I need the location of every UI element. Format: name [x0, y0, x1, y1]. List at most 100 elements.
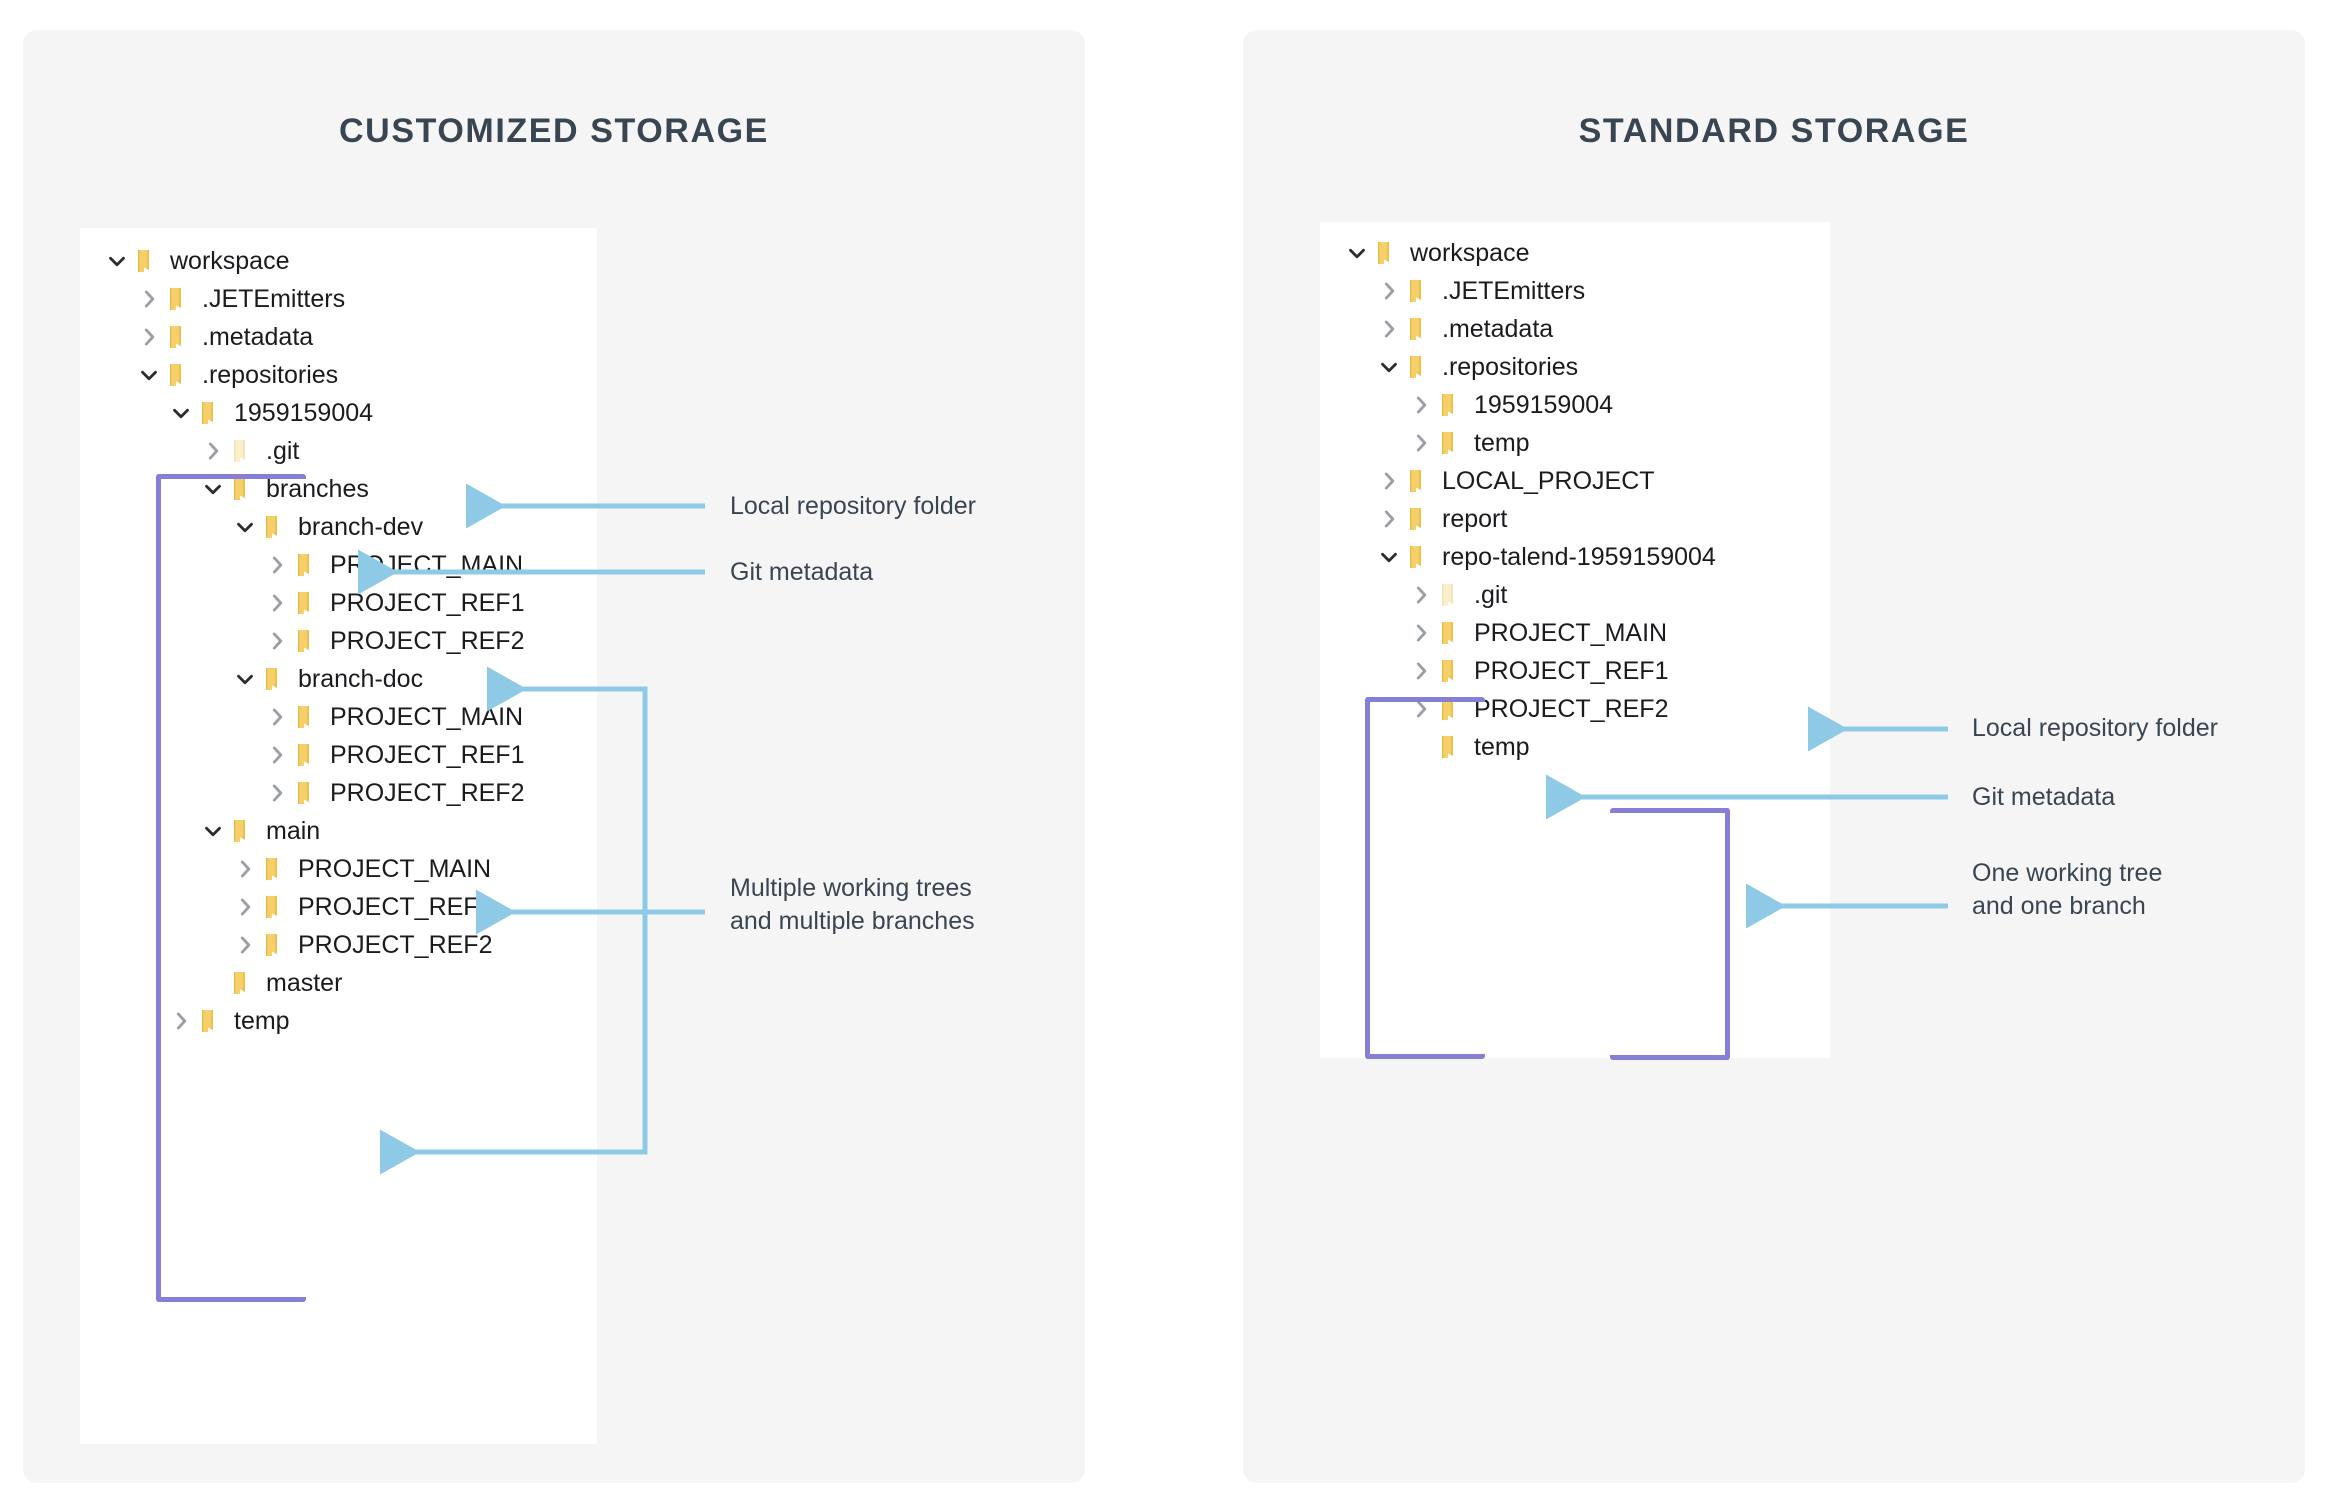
tree-item-label: PROJECT_MAIN	[330, 702, 524, 731]
tree-row[interactable]: branch-doc	[232, 660, 423, 698]
tree-row[interactable]: .metadata	[1376, 310, 1553, 348]
folder-icon	[230, 439, 256, 463]
tree-item-label: PROJECT_REF2	[1474, 694, 1669, 723]
folder-icon	[1438, 659, 1464, 683]
tree-item-label: .repositories	[202, 360, 339, 389]
tree-row[interactable]: temp	[168, 1002, 290, 1040]
folder-icon	[262, 667, 288, 691]
chevron-right-icon[interactable]	[1408, 696, 1434, 722]
tree-row[interactable]: temp	[1408, 424, 1530, 462]
folder-icon	[1438, 431, 1464, 455]
tree-row[interactable]: LOCAL_PROJECT	[1376, 462, 1655, 500]
chevron-right-icon[interactable]	[1408, 582, 1434, 608]
folder-icon	[294, 705, 320, 729]
chevron-right-icon[interactable]	[232, 856, 258, 882]
tree-row[interactable]: .JETEmitters	[136, 280, 345, 318]
tree-item-label: .metadata	[202, 322, 314, 351]
chevron-right-icon[interactable]	[168, 1008, 194, 1034]
annotation-left-local-repository-folder: Local repository folder	[730, 492, 976, 520]
tree-row[interactable]: .metadata	[136, 318, 313, 356]
chevron-right-icon[interactable]	[1408, 658, 1434, 684]
chevron-right-icon[interactable]	[1376, 506, 1402, 532]
tree-item-label: .JETEmitters	[1442, 276, 1586, 305]
chevron-right-icon[interactable]	[264, 742, 290, 768]
tree-item-label: 1959159004	[1474, 390, 1614, 419]
chevron-right-icon[interactable]	[232, 894, 258, 920]
chevron-right-icon[interactable]	[264, 552, 290, 578]
folder-icon	[1438, 583, 1464, 607]
chevron-right-icon[interactable]	[264, 628, 290, 654]
folder-icon	[1438, 697, 1464, 721]
bracket-right-repository	[1365, 697, 1485, 1059]
folder-icon	[230, 477, 256, 501]
tree-item-label: .git	[1474, 580, 1508, 609]
chevron-right-icon[interactable]	[264, 704, 290, 730]
bracket-left-repository	[156, 474, 306, 1302]
chevron-down-icon[interactable]	[232, 514, 258, 540]
chevron-down-icon[interactable]	[1344, 240, 1370, 266]
folder-icon	[262, 895, 288, 919]
tree-row[interactable]: .repositories	[1376, 348, 1578, 386]
chevron-down-icon[interactable]	[232, 666, 258, 692]
chevron-right-icon[interactable]	[1408, 392, 1434, 418]
bracket-right-working-tree	[1610, 808, 1730, 1060]
tree-item-label: PROJECT_MAIN	[298, 854, 492, 883]
tree-row[interactable]: .JETEmitters	[1376, 272, 1585, 310]
tree-row[interactable]: report	[1376, 500, 1507, 538]
tree-row[interactable]: branches	[200, 470, 369, 508]
chevron-right-icon[interactable]	[136, 324, 162, 350]
tree-item-label: .JETEmitters	[202, 284, 346, 313]
folder-icon	[294, 743, 320, 767]
chevron-right-icon[interactable]	[136, 286, 162, 312]
tree-row[interactable]: workspace	[104, 242, 290, 280]
tree-item-label: PROJECT_MAIN	[1474, 618, 1668, 647]
folder-icon	[1406, 469, 1432, 493]
tree-row[interactable]: main	[200, 812, 320, 850]
tree-row[interactable]: .git	[200, 432, 299, 470]
folder-icon	[262, 933, 288, 957]
tree-row[interactable]: temp	[1408, 728, 1530, 766]
tree-row[interactable]: PROJECT_MAIN	[232, 850, 491, 888]
tree-item-label: repo-talend-1959159004	[1442, 542, 1716, 571]
chevron-down-icon[interactable]	[200, 476, 226, 502]
folder-icon	[1438, 393, 1464, 417]
tree-item-label: workspace	[1410, 238, 1530, 267]
chevron-right-icon[interactable]	[264, 590, 290, 616]
chevron-right-icon[interactable]	[1376, 468, 1402, 494]
chevron-down-icon[interactable]	[136, 362, 162, 388]
chevron-right-icon[interactable]	[1376, 278, 1402, 304]
tree-row[interactable]: PROJECT_REF2	[1408, 690, 1668, 728]
tree-row[interactable]: master	[200, 964, 342, 1002]
tree-row[interactable]: PROJECT_REF1	[1408, 652, 1668, 690]
chevron-right-icon[interactable]	[1408, 620, 1434, 646]
chevron-right-icon[interactable]	[1408, 430, 1434, 456]
tree-row[interactable]: .git	[1408, 576, 1507, 614]
chevron-right-icon[interactable]	[232, 932, 258, 958]
folder-icon	[166, 287, 192, 311]
folder-icon	[1438, 735, 1464, 759]
tree-row[interactable]: PROJECT_MAIN	[1408, 614, 1667, 652]
tree-row[interactable]: repo-talend-1959159004	[1376, 538, 1716, 576]
chevron-right-icon[interactable]	[264, 780, 290, 806]
tree-row[interactable]: workspace	[1344, 234, 1530, 272]
folder-icon	[198, 1009, 224, 1033]
folder-icon	[1406, 279, 1432, 303]
file-tree-standard-storage: workspace .JETEmitters .metadata .repositor…	[1320, 222, 1830, 1058]
chevron-right-icon[interactable]	[200, 438, 226, 464]
tree-row[interactable]: 1959159004	[168, 394, 373, 432]
chevron-down-icon[interactable]	[200, 818, 226, 844]
chevron-down-icon[interactable]	[104, 248, 130, 274]
tree-row[interactable]: branch-dev	[232, 508, 423, 546]
chevron-down-icon[interactable]	[1376, 544, 1402, 570]
tree-row[interactable]: PROJECT_REF2	[264, 622, 524, 660]
tree-row[interactable]: 1959159004	[1408, 386, 1613, 424]
tree-item-label: .metadata	[1442, 314, 1554, 343]
tree-item-label: branch-dev	[298, 512, 424, 541]
folder-icon	[1406, 355, 1432, 379]
chevron-right-icon[interactable]	[1376, 316, 1402, 342]
chevron-down-icon[interactable]	[168, 400, 194, 426]
chevron-down-icon[interactable]	[1376, 354, 1402, 380]
annotation-right-one-working-tree: One working tree and one branch	[1972, 859, 2163, 920]
tree-row[interactable]: .repositories	[136, 356, 338, 394]
